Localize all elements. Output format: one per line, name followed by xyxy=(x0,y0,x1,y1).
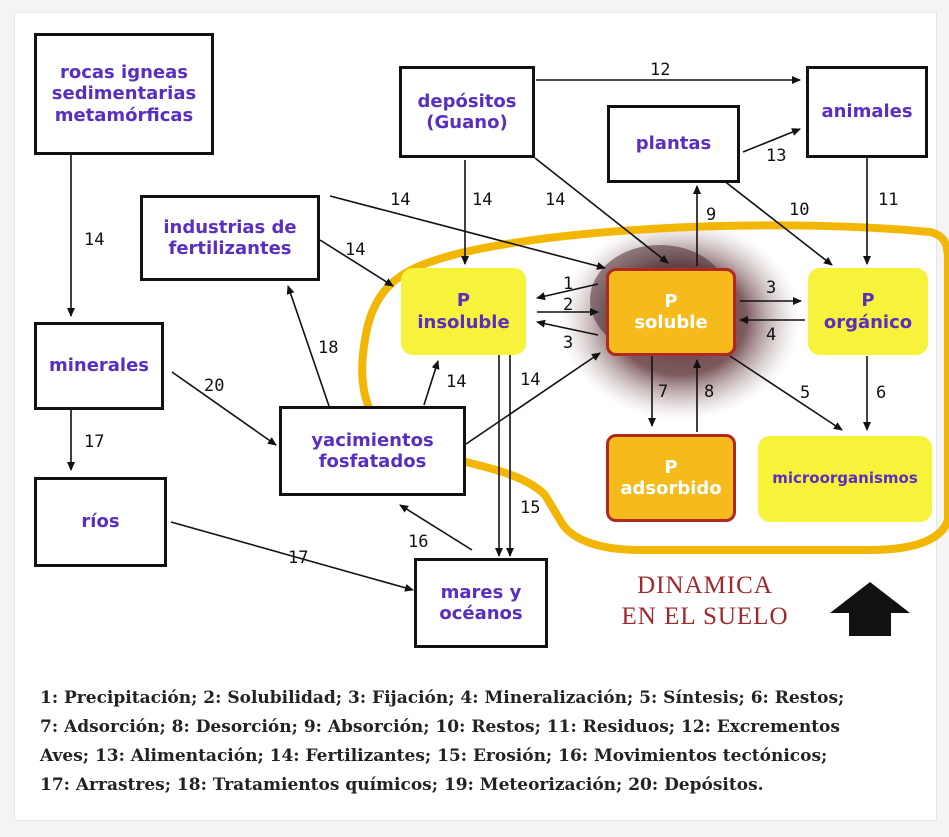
label-12: 12 xyxy=(650,60,671,80)
arrow-20 xyxy=(171,371,277,446)
node-depositos: depósitos (Guano) xyxy=(399,66,535,158)
arrow-10 xyxy=(722,179,833,266)
arrow-1 xyxy=(536,283,599,301)
soil-dynamics-outline xyxy=(358,221,949,554)
caption-dinamica: DINAMICA EN EL SUELO xyxy=(590,570,820,633)
legend-line-4: 17: Arrastres; 18: Tratamientos químicos… xyxy=(40,775,764,795)
node-yacimientos: yacimientos fosfatados xyxy=(279,406,466,496)
label-6: 6 xyxy=(876,383,887,403)
legend-line-1: 1: Precipitación; 2: Solubilidad; 3: Fij… xyxy=(40,688,845,708)
node-rocas: rocas igneas sedimentarias metamórficas xyxy=(34,33,214,155)
label-15: 15 xyxy=(520,498,541,518)
caption-text: DINAMICA EN EL SUELO xyxy=(621,572,789,631)
node-p-adsorbido: P adsorbido xyxy=(606,434,736,522)
label-4: 4 xyxy=(766,325,777,345)
label-13: 13 xyxy=(766,146,787,166)
arrow-5 xyxy=(729,355,843,431)
label-17-rios: 17 xyxy=(84,432,105,452)
label-16: 16 xyxy=(408,532,429,552)
label-14-top-a: 14 xyxy=(390,190,411,210)
arrow-14-yac-soluble xyxy=(465,352,601,445)
node-microorganismos: microorganismos xyxy=(758,436,932,522)
node-industrias: industrias de fertilizantes xyxy=(140,195,320,281)
label-18: 18 xyxy=(318,338,339,358)
label-1: 1 xyxy=(563,274,574,294)
label-8: 8 xyxy=(704,382,715,402)
legend-line-2: 7: Adsorción; 8: Desorción; 9: Absorción… xyxy=(40,717,840,737)
node-animales: animales xyxy=(806,66,928,158)
arrow-14-dep-soluble xyxy=(534,157,669,264)
up-arrow-icon xyxy=(830,582,910,636)
arrow-13 xyxy=(742,128,801,153)
label-2: 2 xyxy=(563,295,574,315)
label-14-yac: 14 xyxy=(446,372,467,392)
legend: 1: Precipitación; 2: Solubilidad; 3: Fij… xyxy=(40,684,925,800)
arrow-14-yac xyxy=(423,360,440,406)
label-3b: 3 xyxy=(766,278,777,298)
label-7: 7 xyxy=(658,382,669,402)
label-19: 14 xyxy=(84,230,105,250)
label-9: 9 xyxy=(706,205,717,225)
label-3a: 3 xyxy=(563,333,574,353)
node-mares: mares y océanos xyxy=(414,558,548,648)
label-14-yac-soluble: 14 xyxy=(520,370,541,390)
node-plantas: plantas xyxy=(607,105,740,183)
arrow-14-ind xyxy=(319,239,394,287)
label-5: 5 xyxy=(800,383,811,403)
node-rios: ríos xyxy=(34,477,167,567)
node-p-organico: P orgánico xyxy=(808,268,928,355)
arrow-18 xyxy=(286,285,330,407)
legend-line-3: Aves; 13: Alimentación; 14: Fertilizante… xyxy=(40,746,828,766)
node-p-soluble: P soluble xyxy=(606,268,736,356)
label-14-top-c: 14 xyxy=(545,190,566,210)
label-14-ind: 14 xyxy=(345,240,366,260)
arrow-16 xyxy=(399,504,473,551)
node-p-insoluble: P insoluble xyxy=(401,268,526,355)
arrow-14-ind-soluble xyxy=(329,195,606,270)
node-minerales: minerales xyxy=(34,322,164,410)
label-11: 11 xyxy=(878,190,899,210)
label-14-top-b: 14 xyxy=(472,190,493,210)
arrow-17-mares xyxy=(170,521,414,592)
label-10: 10 xyxy=(789,200,810,220)
label-17-mares: 17 xyxy=(288,548,309,568)
label-20: 20 xyxy=(204,376,225,396)
arrow-3a xyxy=(536,319,599,336)
